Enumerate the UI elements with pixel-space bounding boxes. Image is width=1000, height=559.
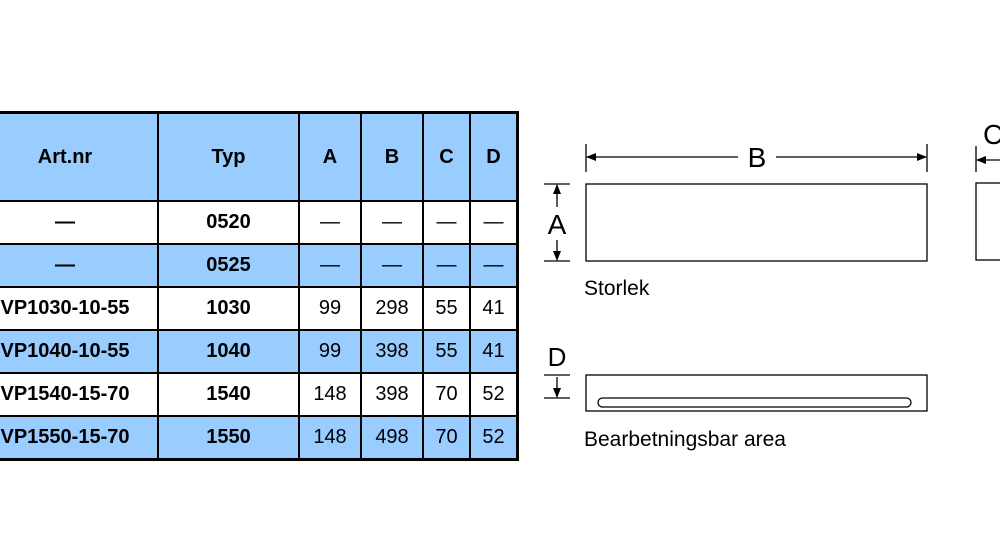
header-art-nr: Art.nr — [0, 111, 159, 202]
cell-a: 99 — [298, 286, 362, 331]
table-row: VP1040-10-55 1040 99 398 55 41 — [0, 329, 519, 374]
machinable-slot — [597, 397, 912, 408]
label-d: D — [548, 342, 567, 372]
cell-b: — — [360, 243, 424, 288]
caption-area: Bearbetningsbar area — [584, 428, 786, 451]
cell-typ: 0525 — [157, 243, 300, 288]
label-a: A — [548, 209, 567, 240]
dimensions-table: Art.nr Typ A B C D — 0520 — — — — — 0525… — [0, 111, 519, 461]
table-row: VP1540-15-70 1540 148 398 70 52 — [0, 372, 519, 417]
cell-art-nr: VP1040-10-55 — [0, 329, 159, 374]
cell-art-nr: — — [0, 200, 159, 245]
cell-b: 298 — [360, 286, 424, 331]
header-a: A — [298, 111, 362, 202]
cell-c: 55 — [422, 329, 471, 374]
cell-typ: 1030 — [157, 286, 300, 331]
cell-art-nr: VP1550-15-70 — [0, 415, 159, 461]
table-row: — 0525 — — — — — [0, 243, 519, 288]
table-row: VP1030-10-55 1030 99 298 55 41 — [0, 286, 519, 331]
cell-d: 41 — [469, 329, 519, 374]
dimension-b: B — [585, 142, 928, 173]
header-d: D — [469, 111, 519, 202]
cell-b: — — [360, 200, 424, 245]
header-b: B — [360, 111, 424, 202]
table-header-row: Art.nr Typ A B C D — [0, 111, 519, 202]
cell-d: — — [469, 243, 519, 288]
cell-c: 70 — [422, 372, 471, 417]
caption-size: Storlek — [584, 277, 650, 300]
header-typ: Typ — [157, 111, 300, 202]
cell-a: 148 — [298, 415, 362, 461]
cell-d: 52 — [469, 372, 519, 417]
size-rectangle — [585, 183, 928, 262]
dimension-d: D — [544, 342, 570, 399]
cell-b: 498 — [360, 415, 424, 461]
cell-d: 41 — [469, 286, 519, 331]
cell-typ: 1040 — [157, 329, 300, 374]
header-c: C — [422, 111, 471, 202]
dimension-c: C — [975, 119, 1000, 172]
cell-d: 52 — [469, 415, 519, 461]
cell-c: 55 — [422, 286, 471, 331]
cell-a: 99 — [298, 329, 362, 374]
cell-typ: 1540 — [157, 372, 300, 417]
cell-a: 148 — [298, 372, 362, 417]
cell-a: — — [298, 243, 362, 288]
cell-art-nr: — — [0, 243, 159, 288]
dimension-a: A — [544, 183, 570, 262]
cell-c: 70 — [422, 415, 471, 461]
table-row: VP1550-15-70 1550 148 498 70 52 — [0, 415, 519, 461]
cell-c: — — [422, 200, 471, 245]
label-c: C — [983, 119, 1000, 150]
label-b: B — [748, 142, 767, 173]
cell-typ: 1550 — [157, 415, 300, 461]
side-rectangle — [975, 182, 1000, 261]
cell-art-nr: VP1540-15-70 — [0, 372, 159, 417]
cell-art-nr: VP1030-10-55 — [0, 286, 159, 331]
cell-b: 398 — [360, 372, 424, 417]
cell-typ: 0520 — [157, 200, 300, 245]
table-row: — 0520 — — — — — [0, 200, 519, 245]
cell-c: — — [422, 243, 471, 288]
cell-d: — — [469, 200, 519, 245]
cell-b: 398 — [360, 329, 424, 374]
cell-a: — — [298, 200, 362, 245]
